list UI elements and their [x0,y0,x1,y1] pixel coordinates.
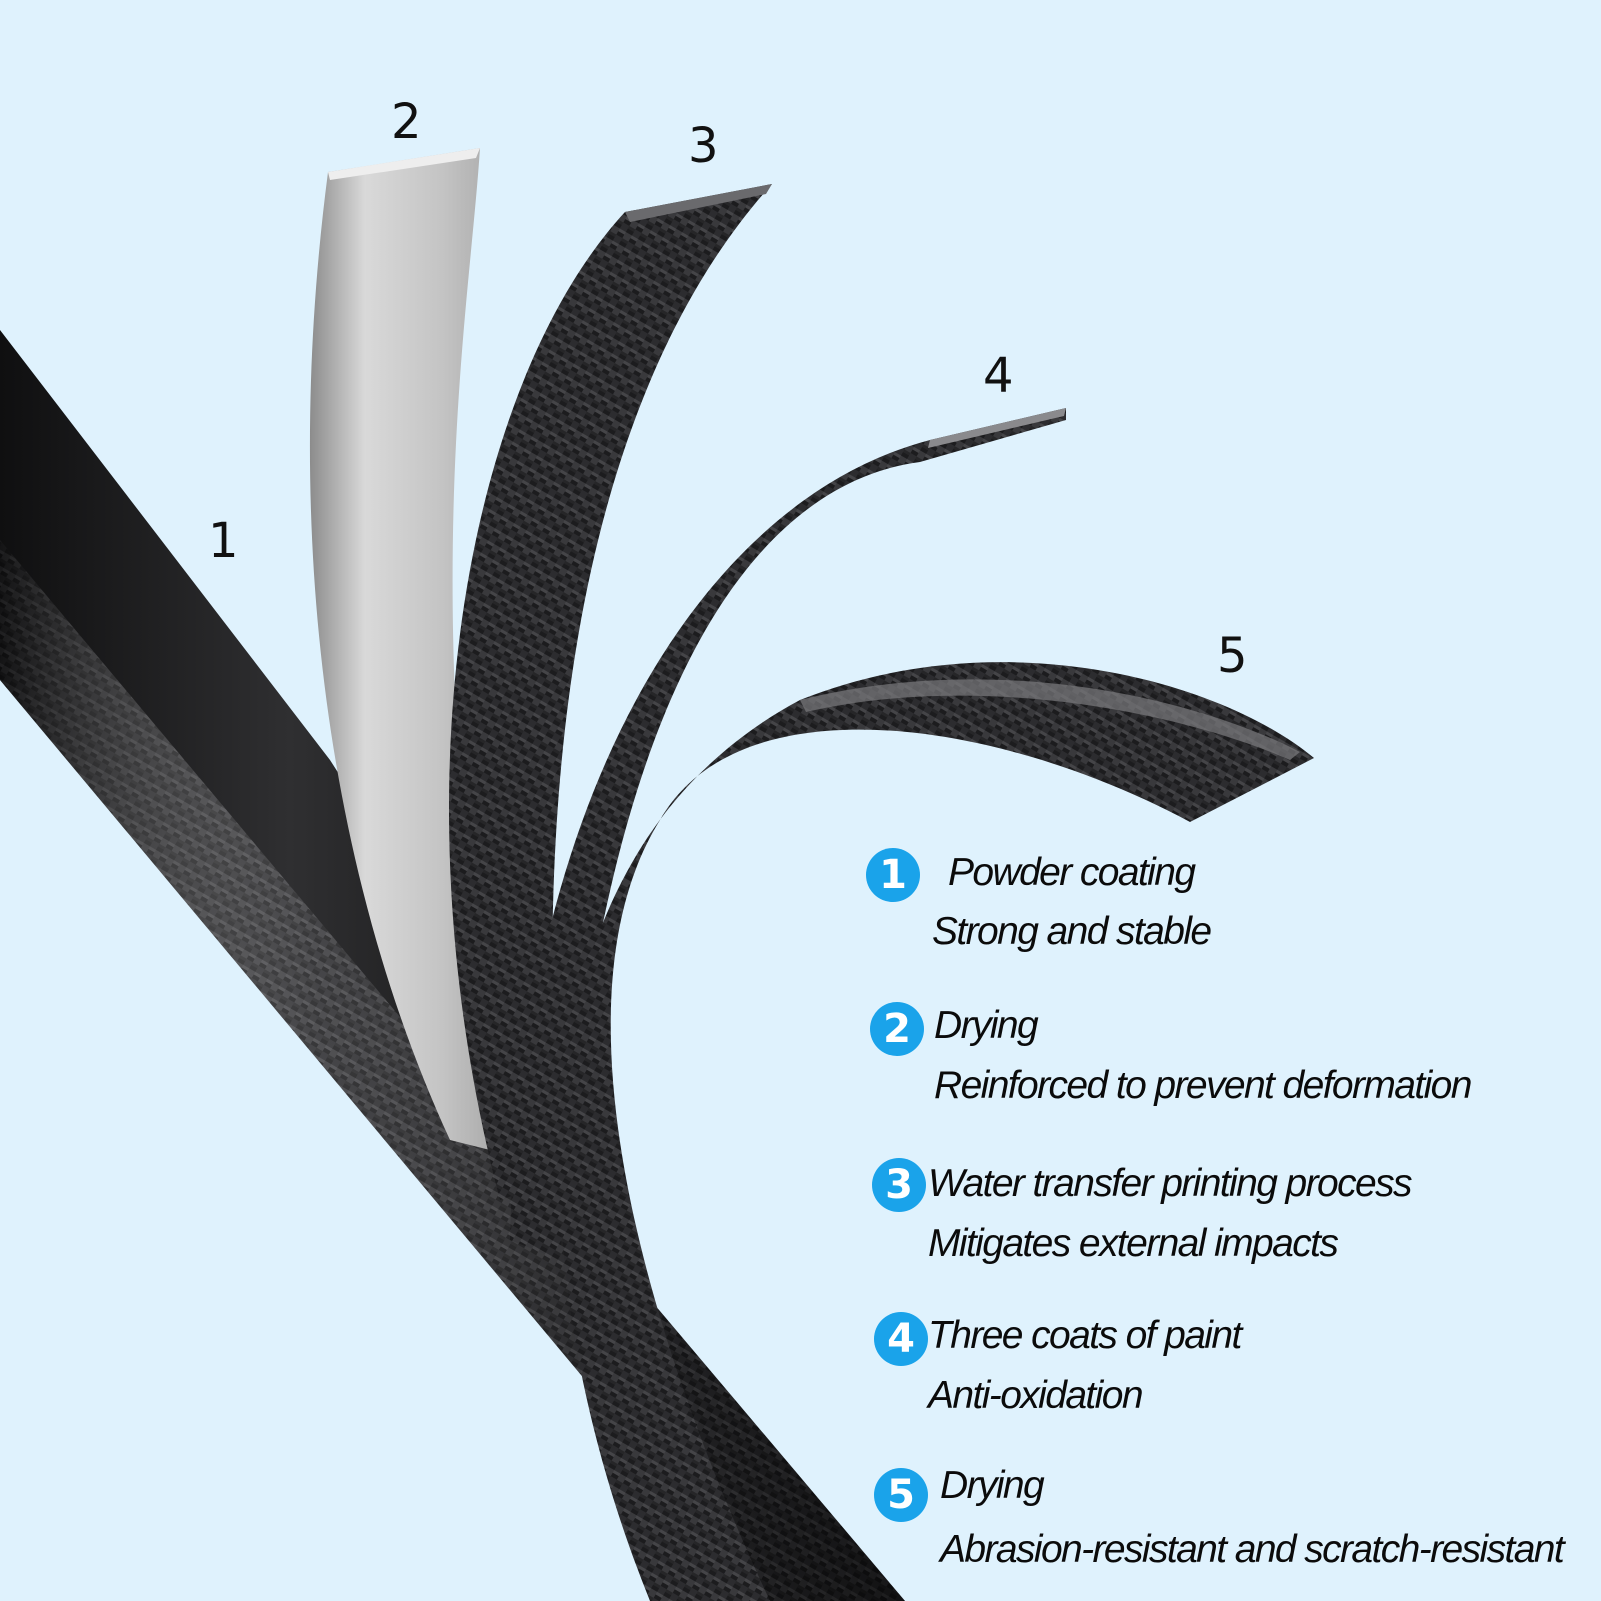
layer-4-top-edge [928,408,1066,448]
layer-3-top-edge [625,184,772,222]
layer-label-4: 4 [983,348,1014,404]
layer-5-highlight [800,679,1300,760]
step-title: Water transfer printing process [928,1162,1413,1205]
step-number-badge: 2 [870,1002,924,1056]
step-number-badge: 1 [866,848,920,902]
layer-label-5: 5 [1217,628,1248,684]
step-title: Three coats of paint [928,1314,1242,1357]
step-number-badge: 3 [872,1158,926,1212]
step-number-badge: 5 [874,1468,928,1522]
step-description: Mitigates external impacts [928,1222,1339,1265]
step-description: Anti-oxidation [928,1374,1144,1417]
step-title: Powder coating [948,851,1196,894]
step-description: Strong and stable [932,910,1212,953]
step-title: Drying [940,1464,1045,1507]
layer-5-strip [559,662,1314,1601]
layer-label-1: 1 [208,513,239,569]
layer-label-3: 3 [688,118,719,174]
step-description: Abrasion-resistant and scratch-resistant [940,1528,1565,1571]
layer-3-strip [448,184,772,1200]
layer-2-top-edge [328,148,480,180]
layer-label-2: 2 [391,94,422,150]
layer-2-strip [309,148,530,1160]
process-legend: 1 Powder coating Strong and stable 2 Dry… [866,0,1601,1601]
step-description: Reinforced to prevent deformation [934,1064,1472,1107]
step-title: Drying [934,1004,1039,1047]
step-number-badge: 4 [874,1312,928,1366]
